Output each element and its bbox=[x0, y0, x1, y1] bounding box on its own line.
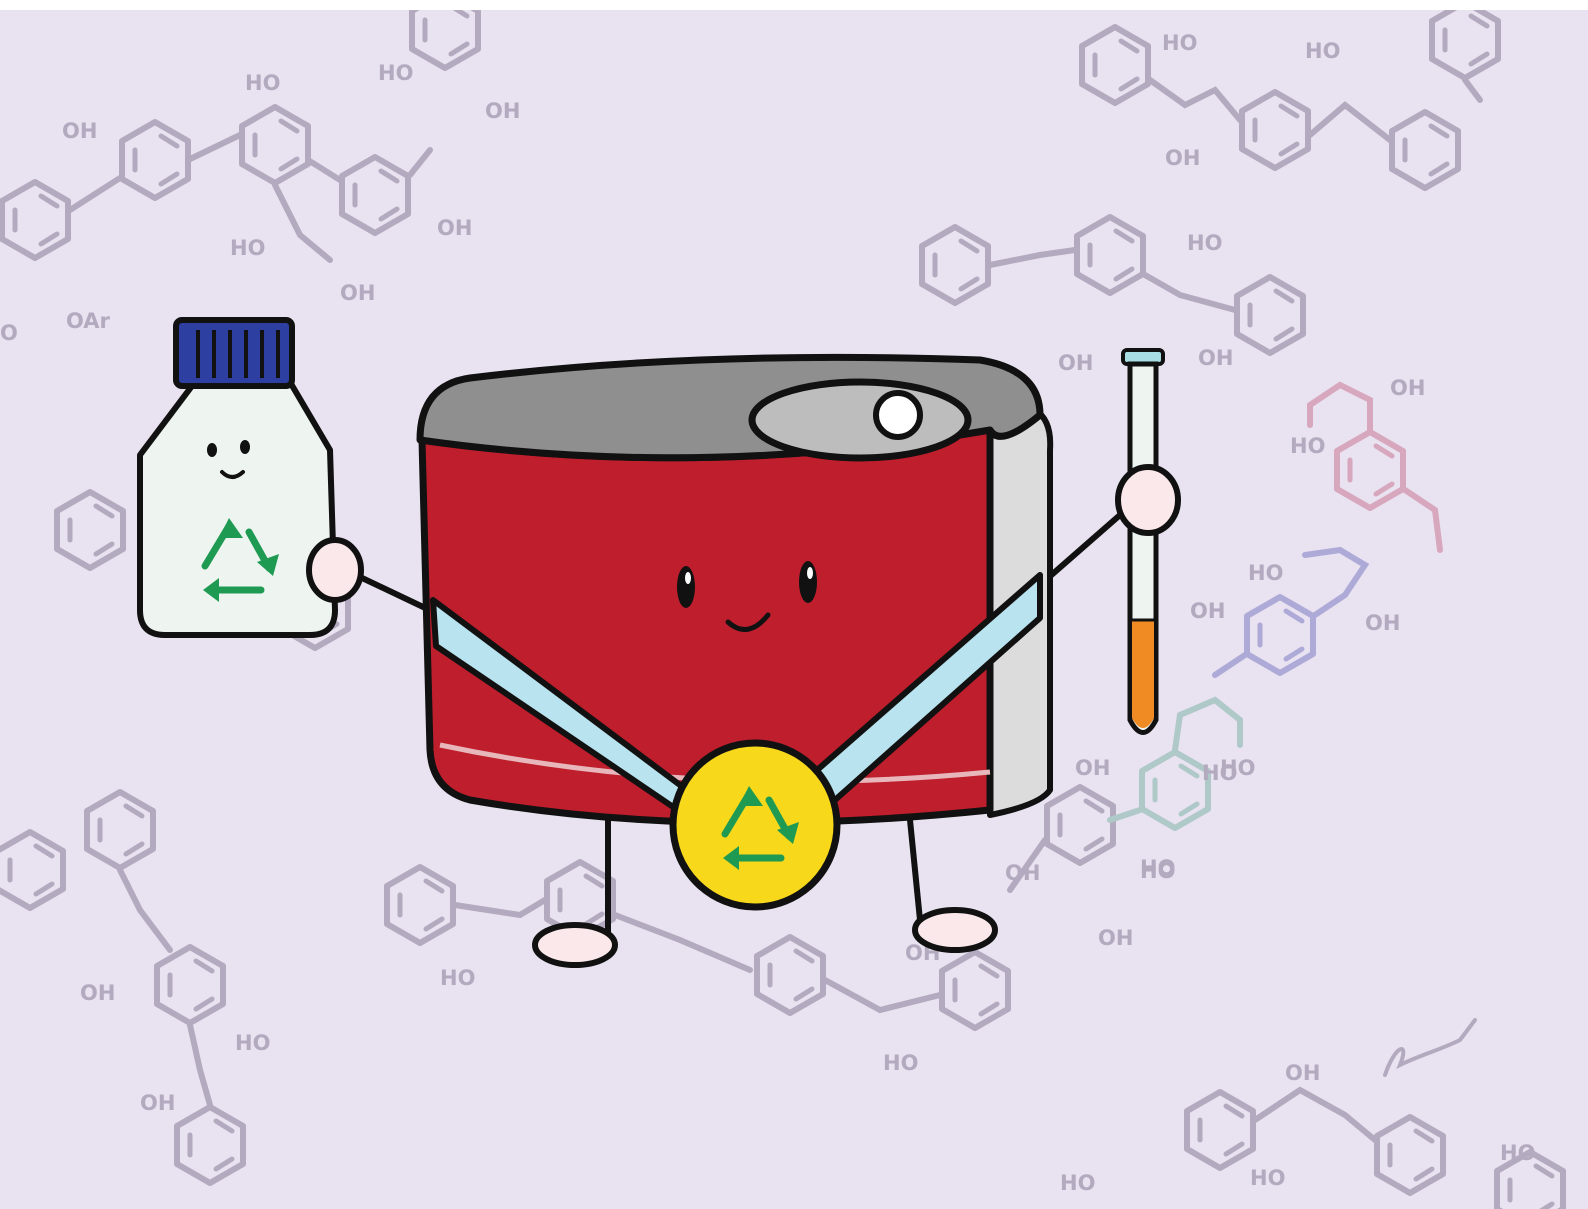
bottle-eye-left bbox=[207, 443, 217, 457]
molecule-label: HO bbox=[1187, 231, 1222, 255]
molecule-group-left bbox=[0, 492, 348, 1183]
left-foot bbox=[532, 922, 618, 968]
molecule-label: O bbox=[0, 321, 18, 345]
molecule-label: OH bbox=[1075, 756, 1110, 780]
right-leg bbox=[907, 817, 923, 923]
molecule-group-bottom-right bbox=[1187, 1086, 1563, 1209]
bottle-cap-ridges bbox=[196, 330, 280, 378]
molecule-label: OH bbox=[437, 216, 472, 240]
can-eye-left-shine bbox=[685, 572, 691, 584]
lignin-can-scene: OH HO HO OH HO OH OH HO O OAr HO HO OH O… bbox=[0, 10, 1588, 1209]
molecule-label: HO bbox=[1500, 1141, 1535, 1165]
molecule-label: OH bbox=[1365, 611, 1400, 635]
molecule-label: HO bbox=[1305, 39, 1340, 63]
tin-can-character bbox=[416, 353, 1054, 911]
bottle-body bbox=[137, 379, 338, 638]
molecule-pink bbox=[1307, 381, 1443, 553]
molecule-label: HO bbox=[1060, 1171, 1095, 1195]
molecule-label: HO bbox=[440, 966, 475, 990]
molecule-label: HO bbox=[245, 71, 280, 95]
can-smile bbox=[725, 612, 771, 632]
molecule-label: OH bbox=[1190, 599, 1225, 623]
molecule-label: HO bbox=[1202, 761, 1237, 785]
lignin-molecule-pattern bbox=[0, 10, 1563, 1209]
molecule-blue bbox=[1212, 546, 1370, 678]
molecule-label: OH bbox=[1165, 146, 1200, 170]
molecule-label: HO bbox=[1162, 31, 1197, 55]
can-eye-right-shine bbox=[807, 567, 813, 579]
recycled-bottle bbox=[137, 317, 338, 638]
molecule-label: OH bbox=[1390, 376, 1425, 400]
molecule-label: OH bbox=[1285, 1061, 1320, 1085]
molecule-label: HO bbox=[378, 61, 413, 85]
molecule-label: OH bbox=[1058, 351, 1093, 375]
left-hand bbox=[306, 537, 364, 603]
can-eye-right bbox=[799, 561, 817, 603]
molecule-label: HO bbox=[1140, 856, 1175, 880]
molecule-label: OH bbox=[340, 281, 375, 305]
molecule-label: OH bbox=[140, 1091, 175, 1115]
pull-tab bbox=[748, 378, 972, 462]
molecule-group-upper-middle-right bbox=[922, 217, 1303, 353]
right-arm bbox=[1037, 512, 1123, 588]
top-strip bbox=[0, 0, 1588, 10]
molecule-label: OH bbox=[1198, 346, 1233, 370]
molecule-label: HO bbox=[1220, 756, 1255, 780]
molecule-label: HO bbox=[883, 1051, 918, 1075]
molecule-label: HO bbox=[1248, 561, 1283, 585]
molecule-label: HO bbox=[1250, 1166, 1285, 1190]
bottle-smile bbox=[220, 470, 245, 479]
gold-medal bbox=[669, 739, 841, 911]
can-eye-left bbox=[677, 566, 695, 608]
molecule-label: OH bbox=[485, 99, 520, 123]
signature-mark bbox=[1383, 1018, 1477, 1077]
molecule-label: HO bbox=[1290, 434, 1325, 458]
molecule-group-top-right bbox=[1082, 10, 1498, 188]
pull-tab-hole bbox=[873, 390, 923, 440]
bottle-eye-right bbox=[240, 440, 250, 454]
right-foot bbox=[912, 907, 998, 953]
molecule-label: HO bbox=[235, 1031, 270, 1055]
molecule-teal bbox=[1107, 696, 1243, 828]
molecule-label: OH bbox=[1098, 926, 1133, 950]
molecule-label: OAr bbox=[66, 309, 111, 333]
test-tube bbox=[1121, 348, 1165, 735]
molecule-label: OH bbox=[62, 119, 97, 143]
molecule-label: HO bbox=[230, 236, 265, 260]
molecule-labels: OH HO HO OH HO OH OH HO O OAr HO HO OH O… bbox=[0, 31, 1535, 1195]
test-tube-liquid bbox=[1132, 620, 1154, 728]
molecule-group-bottom-middle bbox=[387, 787, 1113, 1028]
scene-svg: OH HO HO OH HO OH OH HO O OAr HO HO OH O… bbox=[0, 10, 1588, 1209]
molecule-label: OH bbox=[80, 981, 115, 1005]
molecule-group-top-left bbox=[2, 10, 478, 263]
molecule-label: OH bbox=[1005, 861, 1040, 885]
molecule-label: HO bbox=[1140, 859, 1175, 883]
right-hand bbox=[1115, 464, 1181, 536]
can-legs bbox=[532, 812, 998, 968]
bottle-cap bbox=[173, 317, 295, 389]
